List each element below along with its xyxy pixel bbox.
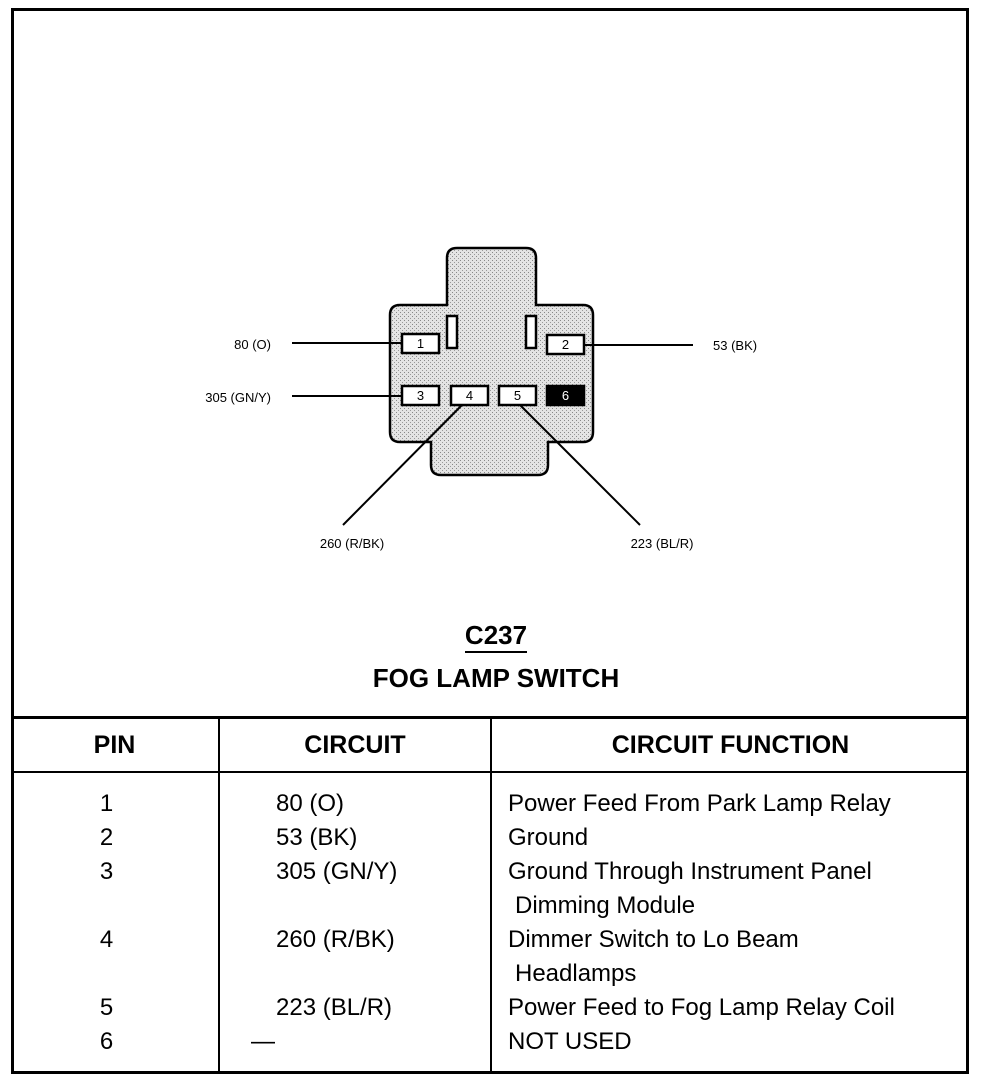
pin-table: PIN CIRCUIT CIRCUIT FUNCTION 1 2 3 4 5 6… <box>11 716 969 1074</box>
row-4-pin: 4 <box>99 926 114 953</box>
wire-label-pin-4: 260 (R/BK) <box>320 536 384 551</box>
svg-text:1: 1 <box>417 336 424 351</box>
svg-text:3: 3 <box>417 388 424 403</box>
lock-tab-right <box>524 314 538 350</box>
row-4-function: Dimmer Switch to Lo Beam <box>508 926 799 953</box>
row-1-circuit: 80 (O) <box>276 790 345 817</box>
svg-text:5: 5 <box>514 388 521 403</box>
header-circuit: CIRCUIT <box>218 716 491 773</box>
pin-3: 3 <box>400 384 441 407</box>
row-2-circuit: 53 (BK) <box>276 824 358 851</box>
header-pin: PIN <box>11 716 219 773</box>
wire-label-pin-1: 80 (O) <box>234 337 271 352</box>
row-3-spacer <box>221 889 489 923</box>
svg-text:6: 6 <box>562 388 569 403</box>
row-3-function-cont: Dimming Module <box>515 892 696 919</box>
row-4-circuit: 260 (R/BK) <box>276 926 395 953</box>
row-3-pin: 3 <box>99 858 114 885</box>
function-column: Power Feed From Park Lamp Relay Ground G… <box>490 772 969 1074</box>
table-body: 1 2 3 4 5 6 80 (O) 53 (BK) 305 (GN/Y) 26… <box>11 772 969 1074</box>
row-3-function: Ground Through Instrument Panel <box>508 858 872 885</box>
wire-label-pin-3: 305 (GN/Y) <box>205 390 271 405</box>
lock-tab-left <box>445 314 459 350</box>
row-1-pin: 1 <box>99 790 114 817</box>
header-function: CIRCUIT FUNCTION <box>490 716 969 773</box>
connector-housing <box>388 246 595 477</box>
row-6-function: NOT USED <box>508 1028 632 1055</box>
circuit-column: 80 (O) 53 (BK) 305 (GN/Y) 260 (R/BK) 223… <box>218 772 491 1074</box>
row-4-function-cont: Headlamps <box>515 960 637 987</box>
pin-1: 1 <box>400 332 441 355</box>
wire-label-pin-2: 53 (BK) <box>713 338 757 353</box>
pin-5: 5 <box>497 384 538 407</box>
pin-4: 4 <box>449 384 490 407</box>
wire-pin-4 <box>342 404 463 526</box>
wire-label-pin-5: 223 (BL/R) <box>631 536 694 551</box>
row-1-function: Power Feed From Park Lamp Relay <box>508 790 891 817</box>
svg-text:2: 2 <box>562 337 569 352</box>
row-2-pin: 2 <box>99 824 114 851</box>
wires <box>292 342 693 526</box>
row-6-circuit: — <box>251 1028 275 1055</box>
row-4-spacer <box>12 957 217 991</box>
row-3-circuit: 305 (GN/Y) <box>276 858 398 885</box>
row-5-function: Power Feed to Fog Lamp Relay Coil <box>508 994 895 1021</box>
row-5-circuit: 223 (BL/R) <box>276 994 393 1021</box>
row-4-spacer <box>221 957 489 991</box>
pin-column: 1 2 3 4 5 6 <box>11 772 219 1074</box>
pin-2: 2 <box>545 333 586 356</box>
row-2-function: Ground <box>508 824 589 851</box>
pin-6: 6 <box>545 384 586 407</box>
wire-pin-5 <box>519 404 641 526</box>
row-6-pin: 6 <box>99 1028 114 1055</box>
svg-text:4: 4 <box>466 388 473 403</box>
connector-name: FOG LAMP SWITCH <box>372 663 620 693</box>
row-3-spacer <box>12 889 217 923</box>
connector-diagram: 1 2 3 4 5 6 80 (O) 305 (GN/Y) 53 (BK) 26… <box>205 246 757 551</box>
connector-id: C237 <box>0 620 992 653</box>
row-5-pin: 5 <box>99 994 114 1021</box>
table-header-row: PIN CIRCUIT CIRCUIT FUNCTION <box>11 716 969 773</box>
